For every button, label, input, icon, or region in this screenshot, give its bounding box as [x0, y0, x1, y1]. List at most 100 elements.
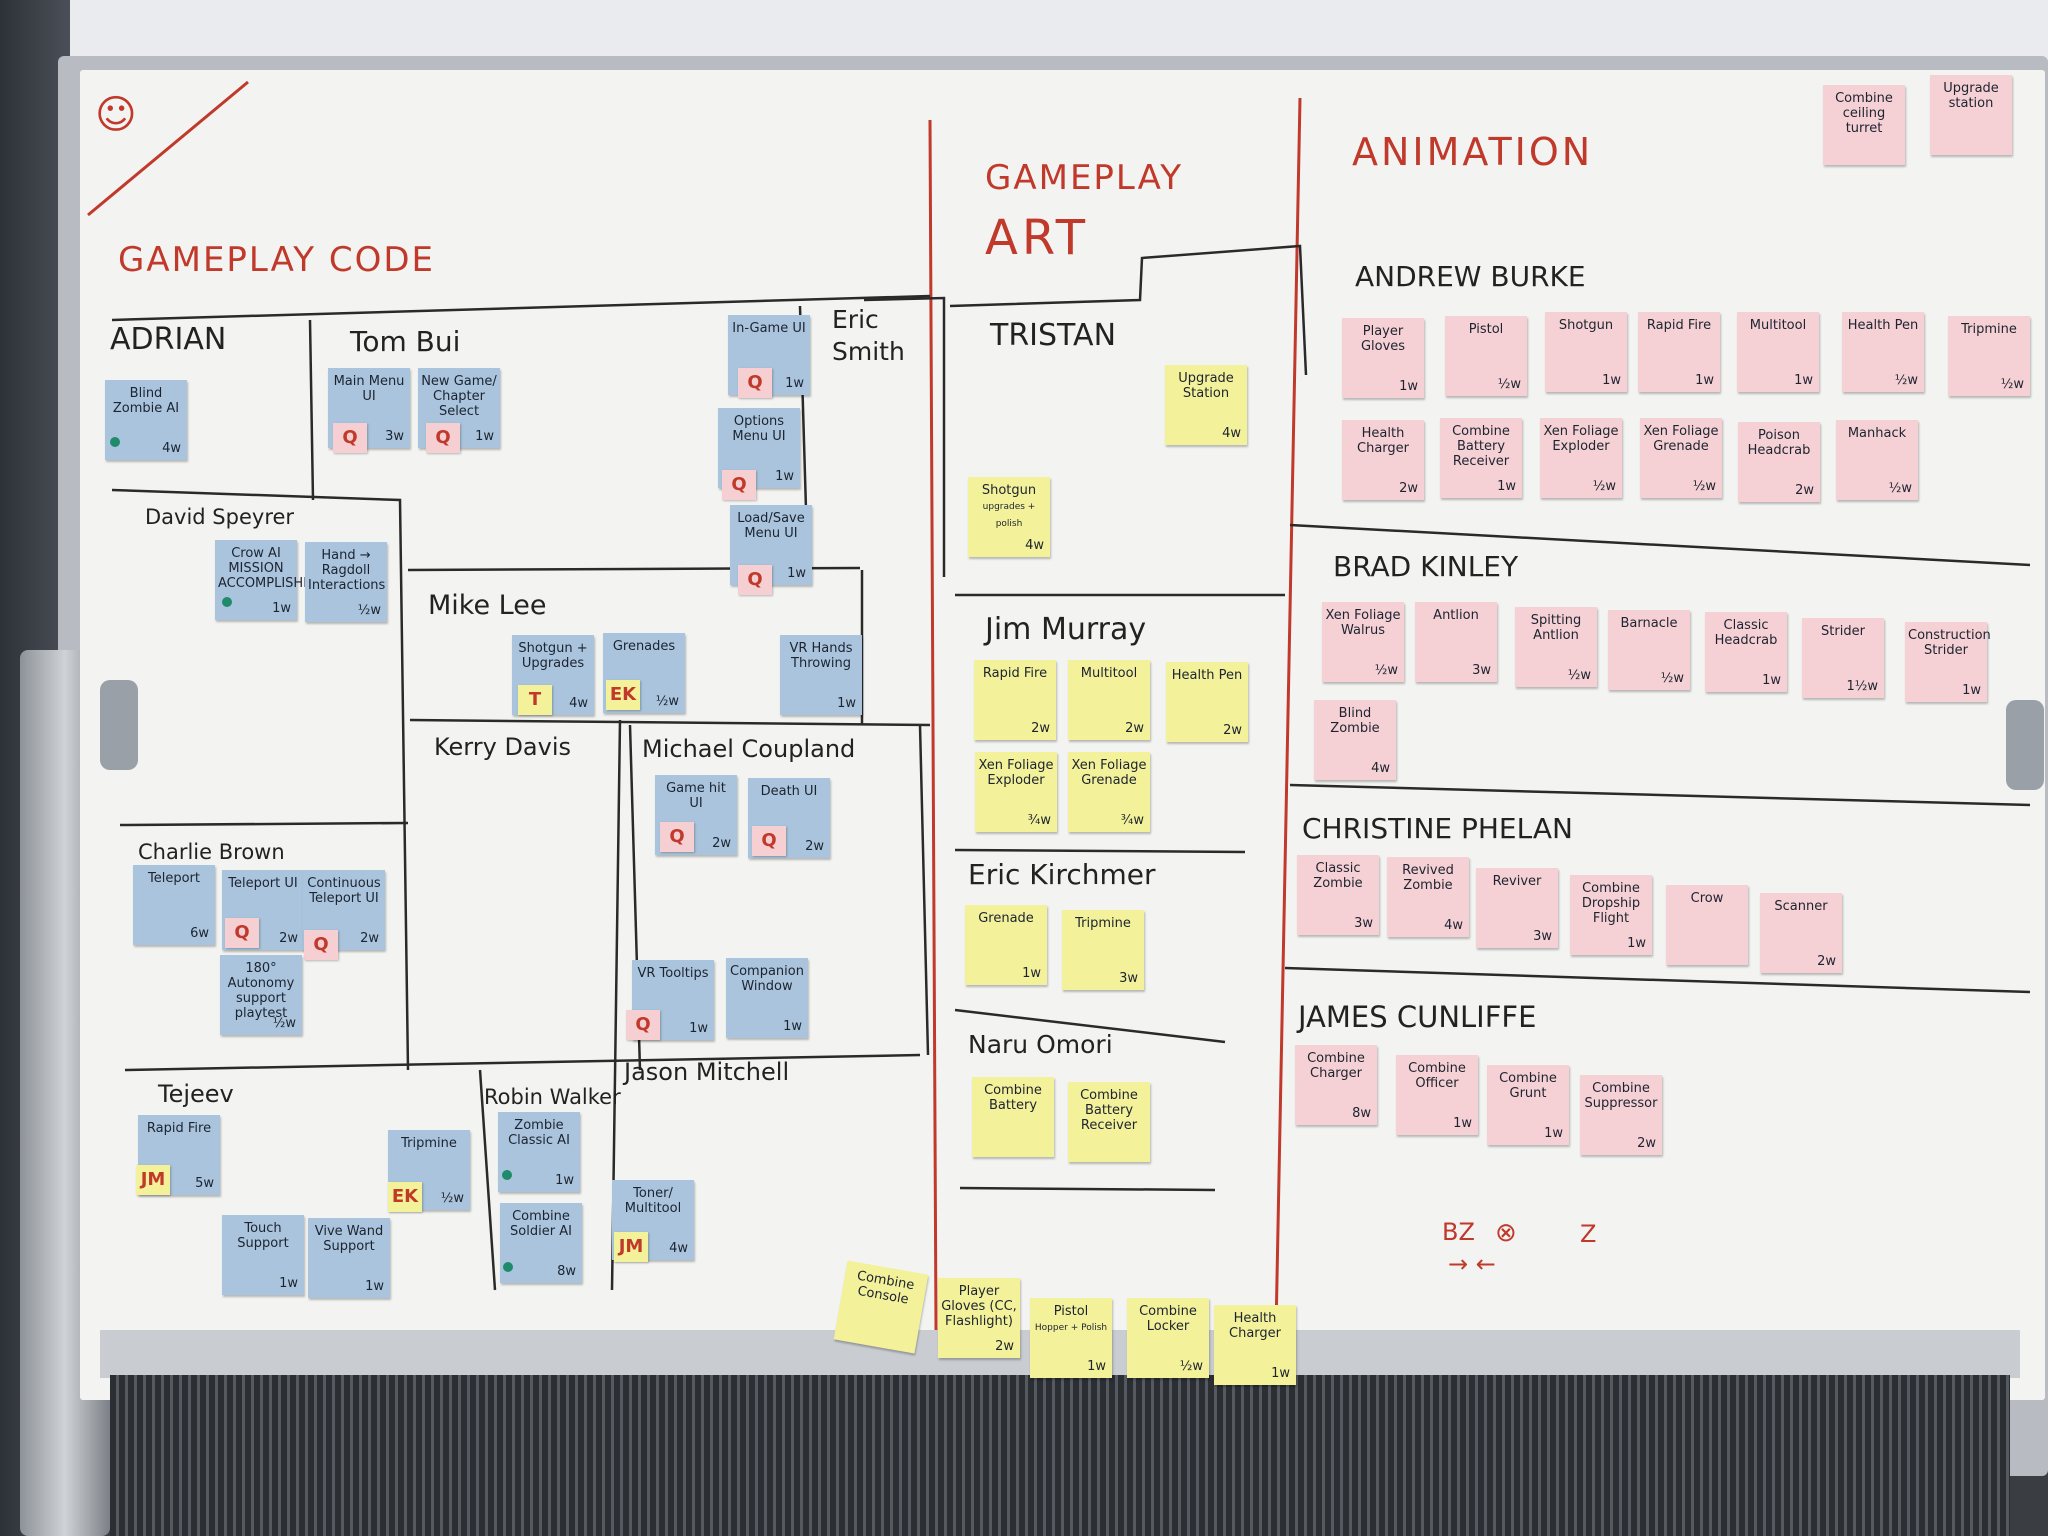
- note-crow: Crow: [1666, 885, 1748, 965]
- tag-q: Q: [225, 918, 259, 948]
- scribble-arrows: → ←: [1448, 1250, 1496, 1278]
- name-david-speyrer: David Speyrer: [145, 505, 295, 529]
- tag-q: Q: [333, 423, 367, 453]
- name-tejeev: Tejeev: [158, 1080, 234, 1108]
- tag-ek: EK: [388, 1182, 422, 1212]
- tag-q: Q: [752, 826, 786, 856]
- name-naru-omori: Naru Omori: [968, 1030, 1113, 1059]
- name-charlie-brown: Charlie Brown: [138, 840, 285, 864]
- status-dot: [110, 437, 120, 447]
- name-james-cunliffe: JAMES CUNLIFFE: [1298, 1000, 1537, 1034]
- tag-q: Q: [722, 470, 756, 500]
- note-combine-battery-art: Combine Battery: [972, 1077, 1054, 1157]
- name-tristan: TRISTAN: [990, 318, 1117, 353]
- name-eric-kirchmer: Eric Kirchmer: [968, 858, 1156, 891]
- note-combine-ceiling-turret: Combine ceiling turret: [1823, 85, 1905, 165]
- status-dot: [222, 597, 232, 607]
- tag-t: T: [518, 685, 552, 715]
- name-tom-bui: Tom Bui: [350, 325, 461, 358]
- name-jim-murray: Jim Murray: [985, 612, 1147, 647]
- heading-animation: ANIMATION: [1352, 130, 1594, 174]
- tag-q: Q: [626, 1010, 660, 1040]
- note-combine-battery-receiver-art: Combine Battery Receiver: [1068, 1082, 1150, 1162]
- name-brad-kinley: BRAD KINLEY: [1333, 550, 1519, 583]
- scribble-z: Z: [1580, 1220, 1597, 1248]
- name-andrew-burke: ANDREW BURKE: [1355, 260, 1586, 293]
- name-mike-lee: Mike Lee: [428, 590, 547, 621]
- scribble-bz: BZ: [1442, 1218, 1475, 1246]
- tag-jm: JM: [614, 1232, 648, 1262]
- note-player-gloves-art: Player Gloves (CC, Flashlight)2w: [938, 1278, 1020, 1358]
- tag-ek: EK: [606, 680, 640, 710]
- name-christine-phelan: CHRISTINE PHELAN: [1302, 812, 1573, 845]
- tag-q: Q: [738, 565, 772, 595]
- heading-gameplay-art-line1: GAMEPLAY: [985, 158, 1184, 198]
- status-dot: [502, 1170, 512, 1180]
- name-adrian: ADRIAN: [110, 322, 227, 357]
- tag-jm: JM: [136, 1165, 170, 1195]
- note-combine-console: Combine Console: [833, 1260, 929, 1354]
- left-clamp: [100, 680, 138, 770]
- tag-q: Q: [738, 368, 772, 398]
- smiley-doodle: ☺: [95, 92, 137, 138]
- name-robin-walker: Robin Walker: [484, 1085, 621, 1109]
- name-michael-coupland: Michael Coupland: [642, 735, 856, 763]
- tag-q: Q: [304, 930, 338, 960]
- name-jason-mitchell: Jason Mitchell: [624, 1058, 790, 1086]
- status-dot: [503, 1262, 513, 1272]
- name-kerry-davis: Kerry Davis: [434, 733, 572, 761]
- tag-q: Q: [426, 423, 460, 453]
- heading-gameplay-art-line2: ART: [985, 210, 1090, 266]
- name-eric-smith-2: Smith: [832, 337, 905, 366]
